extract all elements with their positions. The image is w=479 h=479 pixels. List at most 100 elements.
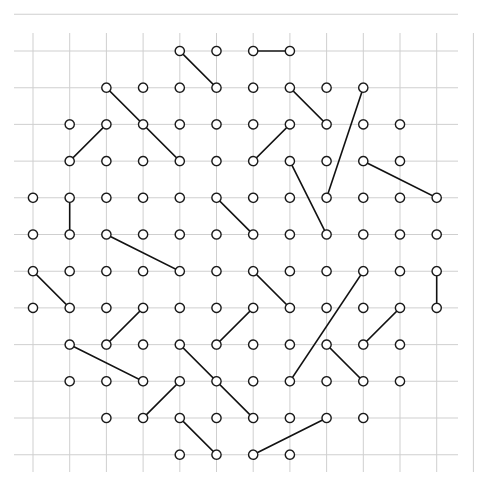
peg-hole[interactable] [174, 265, 186, 277]
peg-hole[interactable] [321, 375, 332, 387]
peg-hole[interactable] [101, 339, 112, 350]
peg-hole[interactable] [137, 412, 149, 424]
peg-hole[interactable] [211, 265, 222, 277]
peg-hole[interactable] [284, 192, 296, 204]
peg-hole[interactable] [211, 449, 222, 461]
peg-hole[interactable] [174, 375, 186, 387]
peg-hole[interactable] [64, 119, 75, 130]
peg-hole[interactable] [247, 449, 259, 461]
peg-hole[interactable] [284, 45, 296, 57]
peg-hole[interactable] [174, 82, 186, 93]
peg-hole[interactable] [394, 119, 406, 130]
peg-hole[interactable] [284, 155, 296, 167]
peg-hole[interactable] [174, 192, 186, 204]
peg-hole[interactable] [431, 229, 443, 240]
peg-hole[interactable] [431, 265, 443, 277]
peg-hole[interactable] [137, 229, 149, 240]
peg-hole[interactable] [27, 302, 39, 314]
peg-hole[interactable] [321, 82, 332, 93]
peg-hole[interactable] [211, 229, 222, 240]
peg-hole[interactable] [357, 412, 369, 424]
peg-hole[interactable] [247, 302, 259, 314]
peg-hole[interactable] [394, 265, 406, 277]
peg-hole[interactable] [284, 412, 296, 424]
peg-hole[interactable] [394, 229, 406, 240]
peg-hole[interactable] [211, 302, 222, 314]
peg-hole[interactable] [211, 375, 222, 387]
peg-hole[interactable] [64, 302, 75, 314]
peg-hole[interactable] [394, 375, 406, 387]
peg-hole[interactable] [284, 265, 296, 277]
peg-hole[interactable] [247, 375, 259, 387]
peg-hole[interactable] [174, 302, 186, 314]
peg-hole[interactable] [64, 265, 75, 277]
peg-hole[interactable] [321, 265, 332, 277]
peg-hole[interactable] [137, 192, 149, 204]
peg-hole[interactable] [247, 339, 259, 350]
peg-hole[interactable] [101, 229, 112, 240]
peg-hole[interactable] [247, 155, 259, 167]
peg-hole[interactable] [247, 119, 259, 130]
peg-hole[interactable] [321, 155, 332, 167]
peg-hole[interactable] [247, 265, 259, 277]
peg-hole[interactable] [27, 229, 39, 240]
peg-hole[interactable] [137, 339, 149, 350]
peg-hole[interactable] [284, 229, 296, 240]
peg-hole[interactable] [321, 412, 332, 424]
peg-hole[interactable] [64, 192, 75, 204]
peg-hole[interactable] [174, 155, 186, 167]
peg-hole[interactable] [321, 302, 332, 314]
peg-hole[interactable] [211, 45, 222, 57]
peg-hole[interactable] [357, 375, 369, 387]
peg-hole[interactable] [64, 339, 75, 350]
peg-hole[interactable] [321, 119, 332, 130]
peg-hole[interactable] [101, 119, 112, 130]
peg-hole[interactable] [247, 82, 259, 93]
peg-hole[interactable] [284, 82, 296, 93]
peg-hole[interactable] [211, 412, 222, 424]
peg-hole[interactable] [247, 412, 259, 424]
peg-hole[interactable] [174, 45, 186, 57]
peg-hole[interactable] [101, 375, 112, 387]
peg-hole[interactable] [357, 339, 369, 350]
peg-hole[interactable] [101, 155, 112, 167]
peg-hole[interactable] [211, 192, 222, 204]
peg-hole[interactable] [64, 155, 75, 167]
peg-hole[interactable] [321, 229, 332, 240]
peg-hole[interactable] [137, 265, 149, 277]
peg-hole[interactable] [247, 192, 259, 204]
peg-hole[interactable] [101, 302, 112, 314]
peg-hole[interactable] [321, 339, 332, 350]
peg-hole[interactable] [137, 302, 149, 314]
peg-hole[interactable] [394, 302, 406, 314]
peg-hole[interactable] [284, 119, 296, 130]
peg-hole[interactable] [211, 155, 222, 167]
peg-hole[interactable] [284, 302, 296, 314]
peg-hole[interactable] [357, 192, 369, 204]
peg-hole[interactable] [357, 302, 369, 314]
peg-hole[interactable] [137, 119, 149, 130]
peg-hole[interactable] [174, 412, 186, 424]
peg-hole[interactable] [137, 375, 149, 387]
peg-hole[interactable] [284, 375, 296, 387]
peg-hole[interactable] [174, 119, 186, 130]
peg-hole[interactable] [211, 119, 222, 130]
peg-hole[interactable] [357, 119, 369, 130]
peg-hole[interactable] [27, 192, 39, 204]
peg-hole[interactable] [101, 82, 112, 93]
peg-hole[interactable] [137, 155, 149, 167]
peg-hole[interactable] [64, 375, 75, 387]
peg-hole[interactable] [137, 82, 149, 93]
peg-hole[interactable] [247, 229, 259, 240]
peg-hole[interactable] [27, 265, 39, 277]
peg-hole[interactable] [174, 449, 186, 461]
peg-hole[interactable] [174, 339, 186, 350]
peg-hole[interactable] [101, 192, 112, 204]
peg-hole[interactable] [357, 155, 369, 167]
peg-hole[interactable] [431, 192, 443, 204]
peg-hole[interactable] [321, 192, 332, 204]
peg-hole[interactable] [357, 82, 369, 93]
peg-hole[interactable] [394, 192, 406, 204]
peg-hole[interactable] [211, 82, 222, 93]
